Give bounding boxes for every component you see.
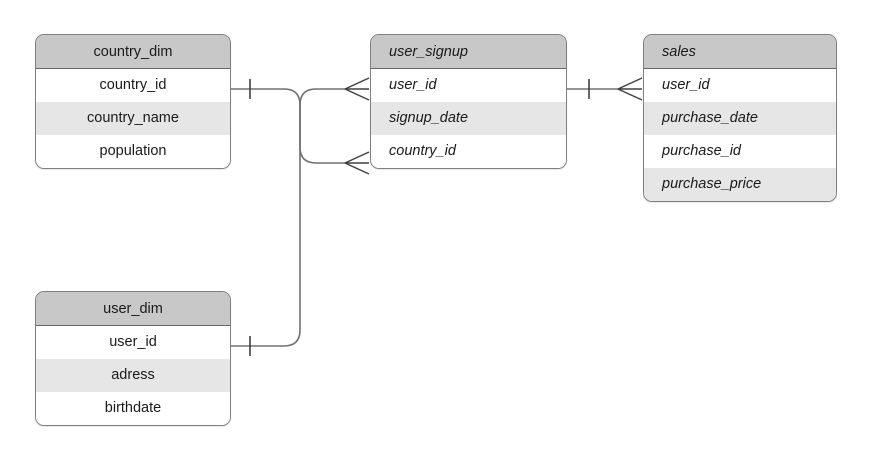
relationship-country-dim-to-user-signup	[231, 79, 370, 175]
entity-title-user-dim: user_dim	[36, 292, 230, 326]
field-country-dim-country-name[interactable]: country_name	[36, 102, 230, 135]
field-country-dim-population[interactable]: population	[36, 135, 230, 168]
field-user-dim-adress[interactable]: adress	[36, 359, 230, 392]
field-sales-purchase-id[interactable]: purchase_id	[644, 135, 836, 168]
relationship-line-user-dim-user-signup	[231, 88, 345, 347]
entity-title-sales: sales	[644, 35, 836, 69]
relationship-user-dim-to-user-signup	[231, 77, 370, 356]
field-user-dim-user-id[interactable]: user_id	[36, 326, 230, 359]
field-sales-user-id[interactable]: user_id	[644, 69, 836, 102]
entity-user-signup[interactable]: user_signup user_id signup_date country_…	[370, 34, 567, 169]
relationship-user-signup-to-sales	[567, 77, 643, 101]
entity-title-country-dim: country_dim	[36, 35, 230, 69]
field-sales-purchase-date[interactable]: purchase_date	[644, 102, 836, 135]
entity-country-dim[interactable]: country_dim country_id country_name popu…	[35, 34, 231, 169]
cardinality-many-crowfoot-user-signup-country-id	[344, 151, 370, 175]
cardinality-many-crowfoot-sales-user-id	[617, 77, 643, 101]
field-user-signup-country-id[interactable]: country_id	[371, 135, 566, 168]
entity-sales[interactable]: sales user_id purchase_date purchase_id …	[643, 34, 837, 202]
field-sales-purchase-price[interactable]: purchase_price	[644, 168, 836, 201]
entity-title-user-signup: user_signup	[371, 35, 566, 69]
relationship-line-country-dim-user-signup	[231, 88, 345, 164]
field-user-signup-signup-date[interactable]: signup_date	[371, 102, 566, 135]
cardinality-many-crowfoot-user-signup-user-id	[344, 77, 370, 101]
entity-user-dim[interactable]: user_dim user_id adress birthdate	[35, 291, 231, 426]
field-user-dim-birthdate[interactable]: birthdate	[36, 392, 230, 425]
field-user-signup-user-id[interactable]: user_id	[371, 69, 566, 102]
field-country-dim-country-id[interactable]: country_id	[36, 69, 230, 102]
